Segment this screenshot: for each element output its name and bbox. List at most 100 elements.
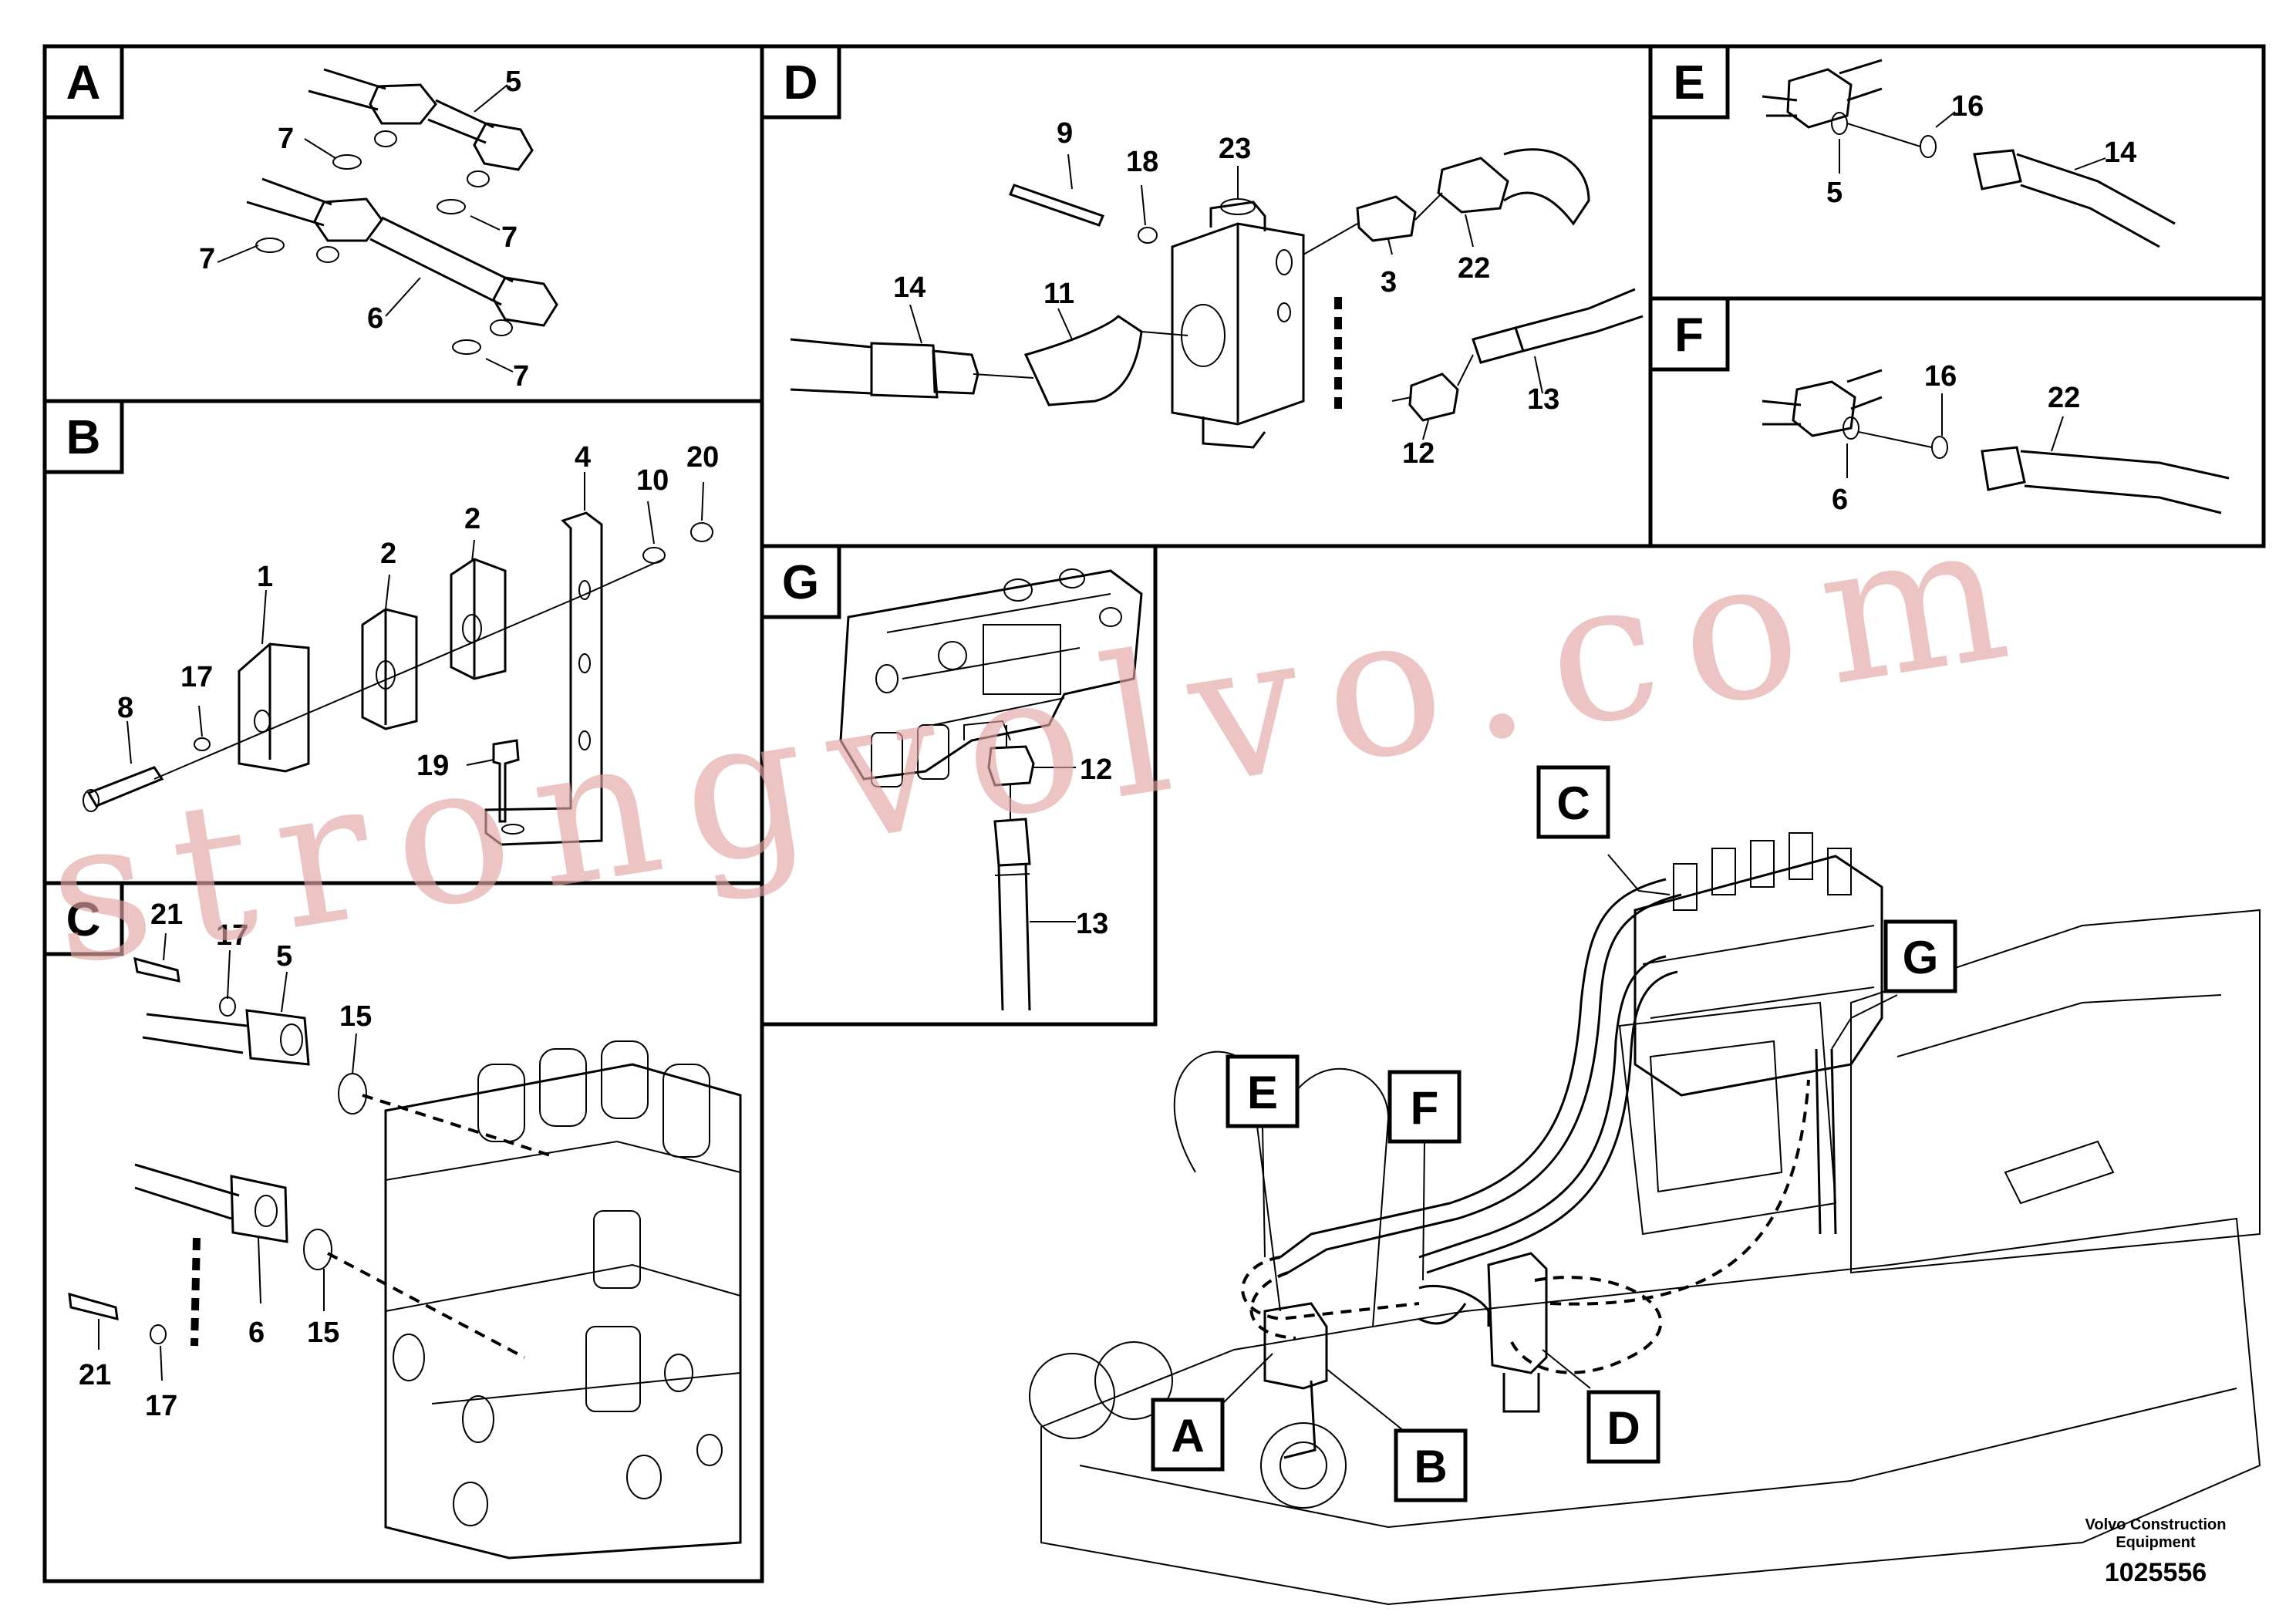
control-valve-block bbox=[384, 1040, 742, 1560]
o-ring-7 bbox=[437, 199, 466, 214]
label-21: 21 bbox=[79, 1359, 111, 1391]
main-control-valve bbox=[1633, 832, 1883, 1097]
label-13: 13 bbox=[1527, 383, 1559, 416]
adapter-12 bbox=[987, 745, 1035, 787]
label-8: 8 bbox=[117, 692, 133, 724]
label-17: 17 bbox=[145, 1390, 177, 1422]
elbow-11 bbox=[1023, 315, 1143, 406]
callout-d-box bbox=[1586, 1390, 1660, 1464]
label-4: 4 bbox=[575, 441, 591, 474]
clamp-1 bbox=[238, 642, 310, 773]
callout-a: A bbox=[1171, 1410, 1204, 1462]
valve-block-detail bbox=[839, 568, 1143, 787]
panel-c: C 21 bbox=[42, 881, 764, 1583]
label-2: 2 bbox=[464, 503, 480, 535]
washer-17 bbox=[150, 1324, 167, 1344]
callout-e: E bbox=[1247, 1067, 1278, 1118]
machine-overview bbox=[1029, 832, 2261, 1606]
o-ring-7 bbox=[452, 339, 481, 355]
brand-line-2: Equipment bbox=[2116, 1534, 2196, 1551]
label-10: 10 bbox=[636, 464, 669, 497]
hose-fitting-14 bbox=[1973, 149, 2022, 191]
panel-b: B 4 10 20 2 2 1 17 8 19 bbox=[42, 399, 764, 885]
label-23: 23 bbox=[1219, 133, 1251, 165]
label-14: 14 bbox=[893, 271, 925, 304]
label-7: 7 bbox=[199, 243, 215, 275]
callout-f: F bbox=[1411, 1082, 1439, 1134]
label-1: 1 bbox=[257, 561, 273, 593]
label-12: 12 bbox=[1080, 754, 1112, 786]
screw-19 bbox=[492, 739, 520, 823]
label-17: 17 bbox=[180, 661, 213, 693]
label-16: 16 bbox=[1951, 90, 1984, 123]
valve-block-d bbox=[1487, 1252, 1548, 1374]
bracket-4 bbox=[484, 511, 603, 846]
adapter-12 bbox=[1408, 373, 1459, 422]
o-ring-7 bbox=[255, 238, 285, 253]
callout-c: C bbox=[1556, 777, 1590, 829]
callout-g: G bbox=[1903, 932, 1939, 983]
hose-fitting-6 bbox=[246, 177, 558, 336]
panel-a-letter: A bbox=[66, 56, 101, 110]
o-ring-15 bbox=[303, 1229, 332, 1270]
upper-frame bbox=[1040, 1217, 2261, 1606]
panel-a: A 5 7 7 7 6 7 bbox=[42, 44, 764, 403]
panel-b-letter: B bbox=[66, 411, 101, 464]
bolt-8 bbox=[86, 766, 164, 808]
label-5: 5 bbox=[505, 66, 521, 98]
clamp-assembly-b bbox=[1263, 1302, 1328, 1390]
label-5: 5 bbox=[1826, 177, 1843, 209]
hose-6 bbox=[134, 1163, 240, 1220]
panel-c-letter: C bbox=[66, 893, 101, 946]
hose-5 bbox=[142, 1013, 248, 1054]
hose-13 bbox=[1472, 288, 1644, 364]
hose-fitting-22 bbox=[1981, 446, 2026, 491]
adapter-3 bbox=[1356, 195, 1417, 242]
bolt-21 bbox=[68, 1292, 119, 1320]
label-6: 6 bbox=[248, 1317, 265, 1349]
hose-fitting-22 bbox=[1437, 157, 1509, 214]
label-21: 21 bbox=[150, 899, 183, 931]
callout-b: B bbox=[1414, 1441, 1447, 1492]
label-14: 14 bbox=[2104, 137, 2136, 169]
callout-e-box bbox=[1226, 1054, 1300, 1128]
callout-g-box bbox=[1883, 919, 1957, 993]
label-7: 7 bbox=[278, 123, 294, 155]
panel-e-letter: E bbox=[1673, 56, 1704, 110]
hose-14 bbox=[790, 338, 872, 395]
label-11: 11 bbox=[1043, 278, 1074, 310]
label-3: 3 bbox=[1381, 266, 1397, 298]
frame-right bbox=[1850, 909, 2261, 1274]
document-number: 1025556 bbox=[2105, 1558, 2207, 1587]
label-6: 6 bbox=[1832, 484, 1848, 516]
valve-block-23 bbox=[1171, 198, 1305, 449]
flange-6 bbox=[230, 1175, 288, 1243]
callout-b-box bbox=[1394, 1428, 1468, 1502]
label-16: 16 bbox=[1924, 360, 1957, 393]
hose-13 bbox=[993, 818, 1031, 867]
panel-e: E 16 14 5 bbox=[1648, 44, 2266, 301]
panel-f: F 16 22 6 bbox=[1648, 296, 2266, 548]
callout-c-box bbox=[1536, 765, 1610, 839]
callout-f-box bbox=[1387, 1070, 1462, 1144]
clamp-half-2 bbox=[450, 558, 507, 680]
bolt-21 bbox=[133, 956, 180, 983]
label-2: 2 bbox=[380, 538, 396, 570]
panel-g-letter: G bbox=[782, 556, 819, 609]
callout-a-box bbox=[1151, 1398, 1225, 1472]
label-19: 19 bbox=[416, 750, 449, 782]
washer-10 bbox=[642, 547, 666, 564]
washer-18 bbox=[1138, 227, 1158, 244]
brand-line-1: Volvo Construction bbox=[2085, 1516, 2227, 1533]
callout-d: D bbox=[1607, 1402, 1640, 1454]
label-17: 17 bbox=[216, 919, 248, 952]
overview-callouts: C G E F A B D bbox=[1151, 765, 1957, 1502]
hose-route bbox=[1279, 878, 1667, 1259]
label-12: 12 bbox=[1402, 437, 1435, 470]
label-15: 15 bbox=[339, 1000, 372, 1033]
label-7: 7 bbox=[513, 360, 529, 393]
nut-20 bbox=[690, 522, 713, 542]
label-7: 7 bbox=[501, 221, 518, 254]
label-9: 9 bbox=[1057, 117, 1073, 150]
